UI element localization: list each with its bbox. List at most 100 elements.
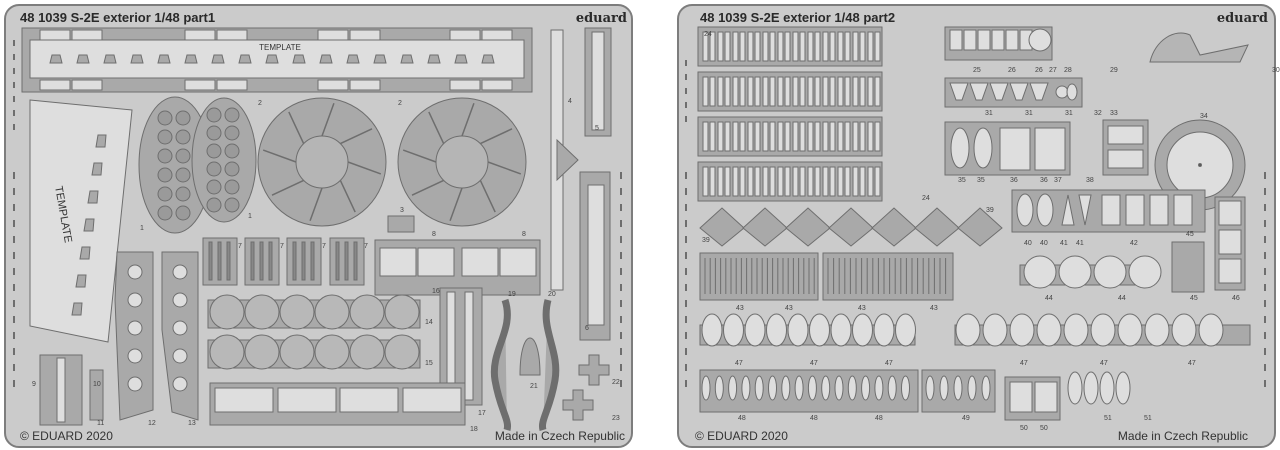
rivet-disc (175, 110, 191, 126)
part-number-label: 12 (148, 420, 156, 427)
part-number-label: 51 (1104, 415, 1112, 422)
part-24 (867, 121, 874, 152)
part-number-label: 4 (568, 98, 572, 105)
part-8-panel (499, 247, 537, 277)
part-29-30 (1149, 32, 1249, 63)
part-42 (1149, 194, 1169, 226)
part-number-label: 34 (1200, 113, 1208, 120)
template-slot (184, 54, 198, 64)
part-24 (702, 166, 709, 197)
part-24 (829, 76, 836, 107)
part-number-label: 26 (1035, 67, 1043, 74)
part-24 (829, 166, 836, 197)
part-35 (950, 127, 970, 169)
part-24 (852, 121, 859, 152)
part-14 (244, 294, 280, 330)
part-number-label: 50 (1020, 425, 1028, 432)
part-41 (1078, 194, 1092, 226)
part-number-label: 18 (470, 426, 478, 433)
template-slot (481, 54, 495, 64)
template-slot (71, 302, 83, 316)
part-number-label: 33 (1110, 110, 1118, 117)
part-47 (1063, 313, 1089, 347)
rivet-disc (224, 125, 240, 141)
part-47 (1198, 313, 1224, 347)
part-number-label: 39 (986, 207, 994, 214)
part-49-item (925, 375, 935, 401)
rivet-disc (206, 107, 222, 123)
rivet-disc (175, 205, 191, 221)
part-24 (724, 121, 731, 152)
part-31 (949, 82, 969, 101)
part-24 (837, 121, 844, 152)
part-38-panel (1107, 125, 1144, 145)
part-number-label: 10 (93, 381, 101, 388)
part-2-rib (347, 161, 382, 175)
part-25-27 (977, 29, 991, 51)
part-47 (1036, 313, 1062, 347)
eduard-logo: eduard (1217, 11, 1268, 26)
part-24 (702, 31, 709, 62)
part-number-label: 44 (1118, 295, 1126, 302)
template-slot (292, 54, 306, 64)
part-24 (754, 76, 761, 107)
part-24 (769, 31, 776, 62)
part-24 (792, 76, 799, 107)
part-24 (837, 76, 844, 107)
part-18-panel (214, 387, 274, 413)
part-14 (209, 294, 245, 330)
template-slot (79, 246, 91, 260)
part-31 (989, 82, 1009, 101)
part-number-label: 14 (425, 319, 433, 326)
template-slot (211, 54, 225, 64)
part-48-item (741, 375, 751, 401)
part-2-rib (339, 180, 356, 213)
part-24 (717, 76, 724, 107)
origin-label: Made in Czech Republic (495, 429, 625, 443)
part-38-panel (1107, 149, 1144, 169)
part-number-label: 47 (810, 360, 818, 367)
part-24 (799, 76, 806, 107)
part-3 (387, 215, 415, 233)
part-number-label: 50 (1040, 425, 1048, 432)
part-5-inner (591, 31, 605, 131)
part-36 (999, 127, 1031, 171)
part-7-slat (292, 241, 297, 281)
part-17 (464, 291, 474, 401)
part-49-item (967, 375, 977, 401)
rivet-disc (157, 148, 173, 164)
part-8-panel (461, 247, 499, 277)
part-40 (1016, 193, 1034, 227)
template-slot (319, 54, 333, 64)
part-45 (1171, 241, 1205, 293)
part-47 (852, 313, 873, 347)
part-47 (1009, 313, 1035, 347)
part-46-panel (1218, 258, 1242, 284)
part-44 (1058, 255, 1092, 289)
part-48-item (728, 375, 738, 401)
part-number-label: 2 (258, 100, 262, 107)
part-24 (867, 31, 874, 62)
template-label: TEMPLATE (259, 43, 301, 52)
eduard-logo: eduard (576, 11, 627, 26)
part-2-rib (340, 128, 373, 145)
part-number-label: 22 (612, 379, 620, 386)
part-24 (784, 166, 791, 197)
vent (127, 320, 143, 336)
template-tab (39, 79, 71, 91)
part-43 (822, 252, 954, 301)
fret-title: 48 1039 S-2E exterior 1/48 part2 (700, 10, 895, 25)
part-2-rib (402, 149, 437, 163)
part-48-item (807, 375, 817, 401)
part-24 (777, 121, 784, 152)
vent (172, 348, 188, 364)
part-47 (982, 313, 1008, 347)
part-7-slat (344, 241, 349, 281)
part-46-panel (1218, 200, 1242, 226)
part-24 (709, 166, 716, 197)
part-24 (732, 31, 739, 62)
part-47 (766, 313, 787, 347)
part-number-label: 28 (1064, 67, 1072, 74)
part-number-label: 48 (810, 415, 818, 422)
